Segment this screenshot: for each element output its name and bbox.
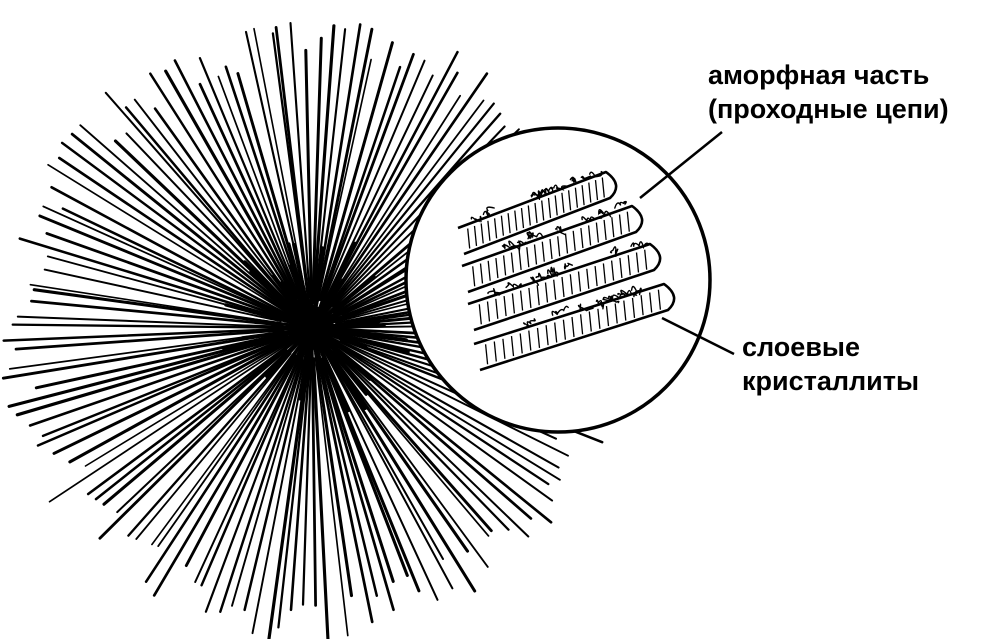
fibril-ray <box>17 337 281 415</box>
fibril-ray <box>152 335 307 545</box>
fibril-ray <box>126 107 308 323</box>
amorphous-label-line2: (проходные цепи) <box>708 92 949 126</box>
crystallites-label-line2: кристаллиты <box>742 364 919 398</box>
magnified-detail <box>406 128 710 432</box>
amorphous-label: аморфная часть (проходные цепи) <box>708 58 949 126</box>
spherulite-nucleus <box>290 306 334 350</box>
amorphous-label-line1: аморфная часть <box>708 58 949 92</box>
fibril-ray <box>80 125 287 307</box>
crystallites-label-line1: слоевые <box>742 330 919 364</box>
crystallites-label: слоевые кристаллиты <box>742 330 919 398</box>
